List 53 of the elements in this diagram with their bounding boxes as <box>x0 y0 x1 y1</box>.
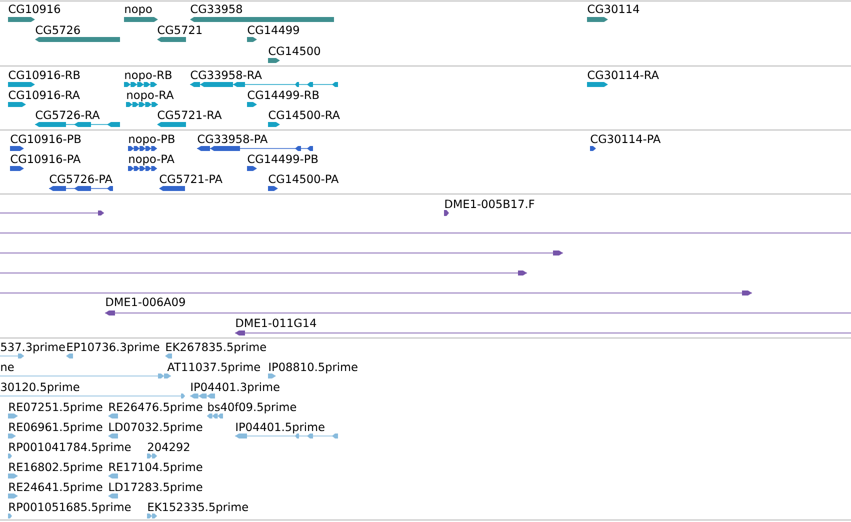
feature-label: CG30114-PA <box>590 134 661 144</box>
feature-label: CG5721-PA <box>160 174 222 184</box>
feature-label: EK267835.5prime <box>166 342 266 354</box>
feature-label: ne <box>1 364 14 372</box>
feature-label: CG10916-PB <box>10 134 81 144</box>
feature-label: IP04401.3prime <box>191 382 280 394</box>
feature-label: DME1-005B17.F <box>445 200 534 208</box>
feature-label: IP04401.5prime <box>236 422 324 434</box>
feature-label: RP001041784.5prime <box>9 442 131 454</box>
feature-label: 537.3prime <box>1 342 65 354</box>
feature-label: DME1-006A09 <box>106 298 185 306</box>
feature-label: EK152335.5prime <box>148 502 248 514</box>
feature-label: LD17283.5prime <box>109 482 202 494</box>
feature-label: bs40f09.5prime <box>208 402 296 414</box>
feature-label: CG5721 <box>158 26 202 34</box>
feature-label: AT11037.5prime <box>167 362 260 374</box>
feature-label: CG14500-RA <box>268 110 340 120</box>
feature-label: CG5726-RA <box>36 110 100 120</box>
feature-label: nopo-RA <box>127 90 174 102</box>
feature-label: CG33958 <box>190 4 242 14</box>
feature-label: CG5721-RA <box>158 110 222 120</box>
feature-label: RP001051685.5prime <box>9 502 131 514</box>
feature-label: CG14500 <box>268 46 320 56</box>
feature-label: RE26476.5prime <box>109 402 202 414</box>
feature-label: CG30114-RA <box>588 70 659 80</box>
feature-label: RE24641.5prime <box>9 482 102 494</box>
feature-label: CG14499-RB <box>248 90 319 100</box>
feature-label: CG14499 <box>248 26 299 34</box>
feature-label: LD07032.5prime <box>109 422 202 434</box>
feature-label: nopo-PB <box>129 134 174 146</box>
feature-label: IP08810.5prime <box>269 362 358 374</box>
feature-label: CG33958-PA <box>198 134 268 144</box>
feature-label: DME1-011G14 <box>236 318 316 328</box>
feature-label: EP10736.3prime <box>67 342 160 354</box>
feature-label: 30120.5prime <box>1 382 80 394</box>
feature-label: CG30114 <box>588 4 640 14</box>
feature-label: CG10916-PA <box>10 154 81 164</box>
feature-label: 204292 <box>148 442 190 452</box>
feature-label: CG14499-PB <box>248 154 318 164</box>
feature-label: RE17104.5prime <box>109 462 202 474</box>
feature-label: nopo <box>125 6 152 16</box>
feature-label: nopo-RB <box>125 70 172 82</box>
feature-label: CG10916-RA <box>8 90 80 100</box>
feature-label: RE16802.5prime <box>9 462 102 474</box>
feature-label: CG5726-PA <box>50 174 112 184</box>
feature-label: RE06961.5prime <box>9 422 102 434</box>
feature-label: CG33958-RA <box>190 70 262 80</box>
feature-label: CG10916 <box>8 4 60 14</box>
feature-label: nopo-PA <box>129 154 174 166</box>
feature-label: CG10916-RB <box>8 70 80 80</box>
feature-label: CG14500-PA <box>268 174 339 184</box>
feature-label: RE07251.5prime <box>9 402 102 414</box>
feature-label: CG5726 <box>36 26 80 34</box>
